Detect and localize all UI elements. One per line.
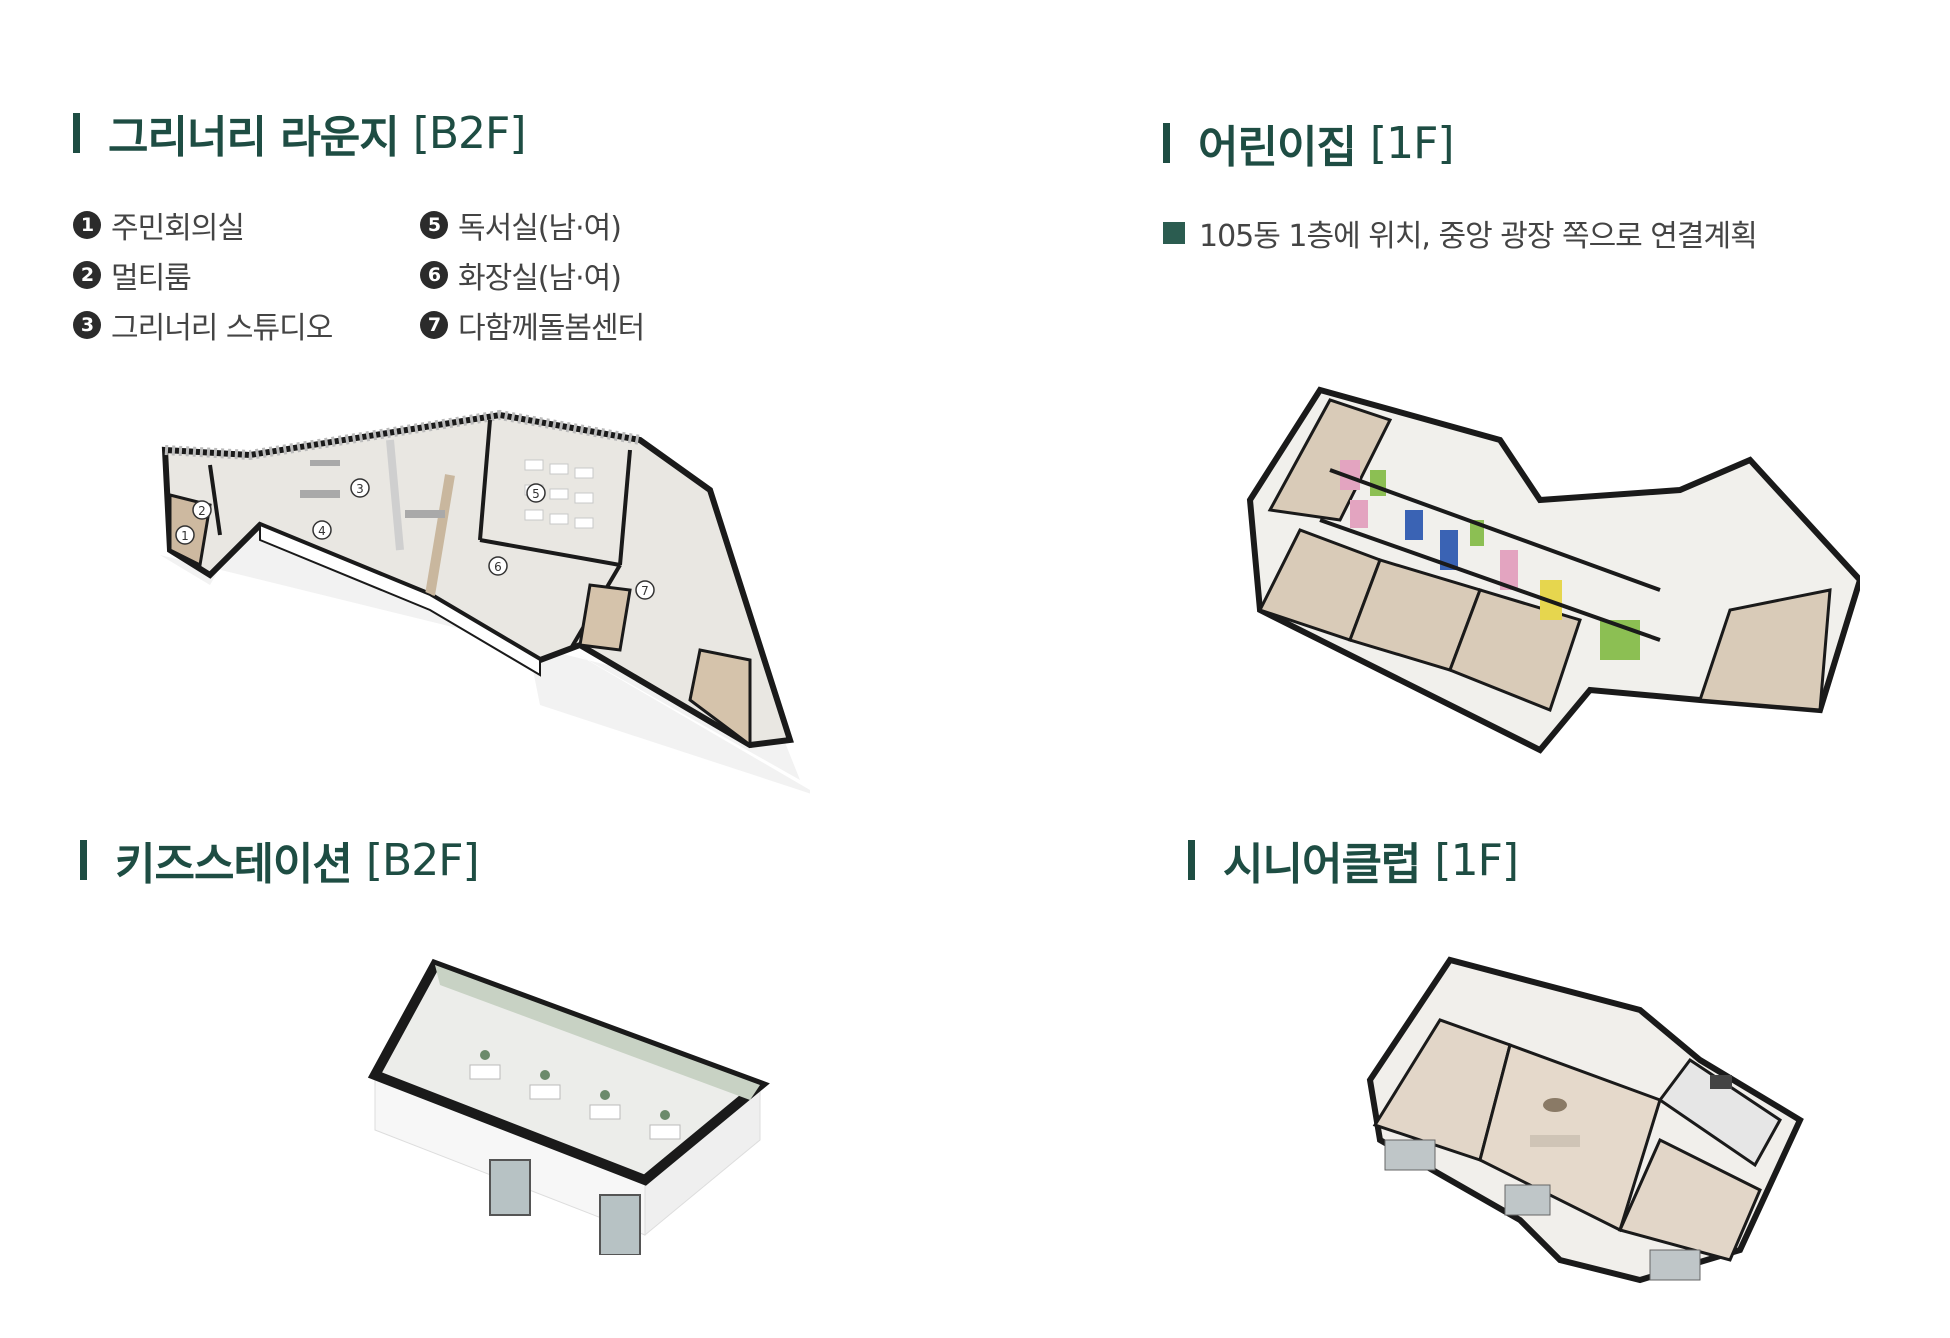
plan-wall <box>618 449 632 566</box>
plan-door <box>599 1194 641 1255</box>
daycare-title-text: 어린이집 <box>1198 122 1357 173</box>
plan-accent <box>1405 510 1423 540</box>
legend-item: 7 다함께돌봄센터 <box>420 305 645 346</box>
plan-wall-face <box>259 523 541 677</box>
plan-wall <box>478 419 492 541</box>
senior-floorplan-image <box>1366 956 1804 1284</box>
legend-item: 3 그리너리 스튜디오 <box>73 305 333 346</box>
plan-tables <box>300 460 445 518</box>
daycare-floor-label: [1F] <box>1369 117 1455 169</box>
plan-chairs <box>480 1050 670 1120</box>
kids-title-text: 키즈스테이션 <box>115 839 353 890</box>
plan-wall <box>1319 518 1661 642</box>
note-bullet-square <box>1163 222 1185 244</box>
plan-door <box>489 1159 531 1216</box>
kids-title: 키즈스테이션 [B2F] <box>80 825 480 895</box>
legend-number-badge: 5 <box>420 211 448 239</box>
plan-accent <box>1350 500 1368 528</box>
plan-room <box>578 583 632 652</box>
plan-room <box>688 648 752 748</box>
legend-item: 1 주민회의실 <box>73 205 245 246</box>
title-bar <box>1188 840 1195 880</box>
plan-accent <box>1340 460 1360 490</box>
plan-wall <box>479 538 621 567</box>
title-bar <box>1163 123 1170 163</box>
plan-room <box>1267 398 1393 522</box>
plan-shadow <box>160 515 810 794</box>
plan-accent <box>1500 550 1518 590</box>
plan-marker-label: 7 <box>641 584 649 598</box>
plan-wall <box>1329 468 1661 592</box>
title-bar <box>80 840 87 880</box>
plan-room <box>1657 1057 1782 1168</box>
plan-desks <box>524 459 594 529</box>
legend-item: 6 화장실(남·여) <box>420 255 622 296</box>
lounge-legend: 1 주민회의실 2 멀티룸 3 그리너리 스튜디오 5 독서실(남·여) 6 화… <box>73 200 713 350</box>
plan-back-wall <box>435 965 760 1100</box>
legend-label: 그리너리 스튜디오 <box>111 311 333 346</box>
plan-marker-label: 2 <box>198 504 206 518</box>
plan-tables <box>469 1064 681 1140</box>
legend-item: 5 독서실(남·여) <box>420 205 622 246</box>
daycare-note-text: 105동 1층에 위치, 중앙 광장 쪽으로 연결계획 <box>1199 219 1758 254</box>
legend-label: 독서실(남·여) <box>458 211 622 246</box>
plan-railing <box>164 409 641 461</box>
plan-marker-label: 3 <box>356 482 364 496</box>
legend-item: 2 멀티룸 <box>73 255 192 296</box>
daycare-floorplan-image <box>1246 386 1860 754</box>
plan-room <box>1697 588 1832 712</box>
lounge-floor-label: [B2F] <box>412 107 527 159</box>
lounge-title: 그리너리 라운지 [B2F] <box>73 98 527 168</box>
plan-marker-label: 1 <box>181 529 189 543</box>
legend-number-badge: 6 <box>420 261 448 289</box>
legend-label: 멀티룸 <box>111 261 192 296</box>
lounge-floorplan-image: 1 2 3 4 5 6 7 <box>160 409 810 794</box>
title-bar <box>73 113 80 153</box>
plan-accent <box>1440 530 1458 570</box>
lounge-title-text: 그리너리 라운지 <box>108 112 400 163</box>
senior-floor-label: [1F] <box>1434 834 1519 886</box>
legend-number-badge: 1 <box>73 211 101 239</box>
plan-wall <box>208 464 222 536</box>
kids-floor-label: [B2F] <box>365 834 480 886</box>
senior-title-text: 시니어클럽 <box>1223 839 1421 890</box>
kids-floorplan-image <box>367 958 770 1255</box>
legend-number-badge: 3 <box>73 311 101 339</box>
plan-furniture <box>1543 1098 1567 1112</box>
plan-windows <box>1384 1139 1701 1281</box>
plan-marker-label: 5 <box>532 487 540 501</box>
plan-markers: 1 2 3 4 5 6 7 <box>175 478 655 600</box>
plan-wall <box>386 439 404 551</box>
legend-number-badge: 2 <box>73 261 101 289</box>
plan-accent <box>1370 470 1386 496</box>
plan-furniture <box>1530 1135 1580 1147</box>
daycare-note: 105동 1층에 위치, 중앙 광장 쪽으로 연결계획 <box>1163 213 1758 254</box>
daycare-title: 어린이집 [1F] <box>1163 108 1455 178</box>
plan-furniture <box>1710 1075 1732 1089</box>
legend-number-badge: 7 <box>420 311 448 339</box>
senior-title: 시니어클럽 [1F] <box>1188 825 1519 895</box>
legend-label: 주민회의실 <box>111 211 245 246</box>
legend-label: 화장실(남·여) <box>458 261 622 296</box>
plan-marker-label: 6 <box>494 560 502 574</box>
plan-marker-label: 4 <box>318 524 326 538</box>
legend-label: 다함께돌봄센터 <box>458 311 645 346</box>
plan-wall <box>425 474 455 596</box>
